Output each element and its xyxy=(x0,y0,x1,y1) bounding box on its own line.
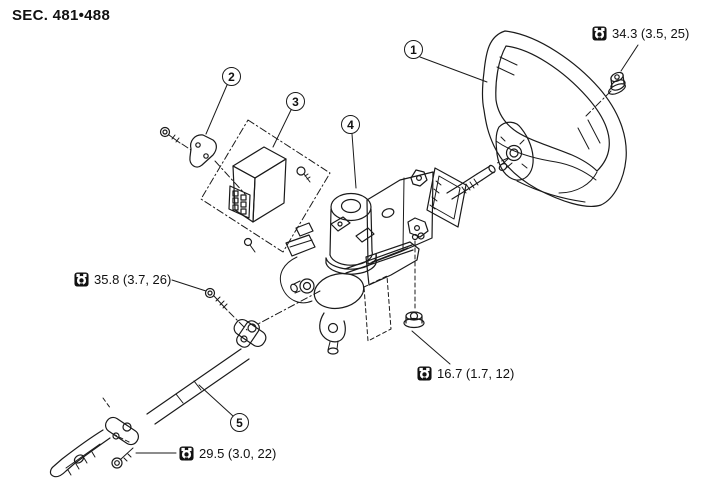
callout-5: 5 xyxy=(230,413,249,432)
torque-wrench-icon xyxy=(592,25,607,41)
steering-wheel-nut-drawing xyxy=(608,71,626,95)
callout-3: 3 xyxy=(286,92,305,111)
control-unit-drawing xyxy=(200,119,331,253)
torque-spec-upper-joint-bolt: 35.8 (3.7, 26) xyxy=(74,271,171,287)
upper-joint-bolt-drawing xyxy=(204,287,248,331)
callout-2: 2 xyxy=(222,67,241,86)
callout-1: 1 xyxy=(404,40,423,59)
column-assembly-drawing xyxy=(279,164,496,355)
steering-wheel-drawing xyxy=(481,30,627,207)
leader-lines xyxy=(135,44,639,454)
bracket-drawing xyxy=(159,126,246,195)
torque-wrench-icon xyxy=(417,365,432,381)
torque-spec-steering-wheel-nut: 34.3 (3.5, 25) xyxy=(592,25,689,41)
torque-wrench-icon xyxy=(179,445,194,461)
section-label: SEC. 481•488 xyxy=(12,7,111,24)
intermediate-shaft-drawing xyxy=(49,318,267,478)
callout-4: 4 xyxy=(341,115,360,134)
torque-spec-column-nut: 16.7 (1.7, 12) xyxy=(417,365,514,381)
center-lines xyxy=(257,90,612,325)
torque-spec-lower-joint-bolt: 29.5 (3.0, 22) xyxy=(179,445,276,461)
torque-wrench-icon xyxy=(74,271,89,287)
